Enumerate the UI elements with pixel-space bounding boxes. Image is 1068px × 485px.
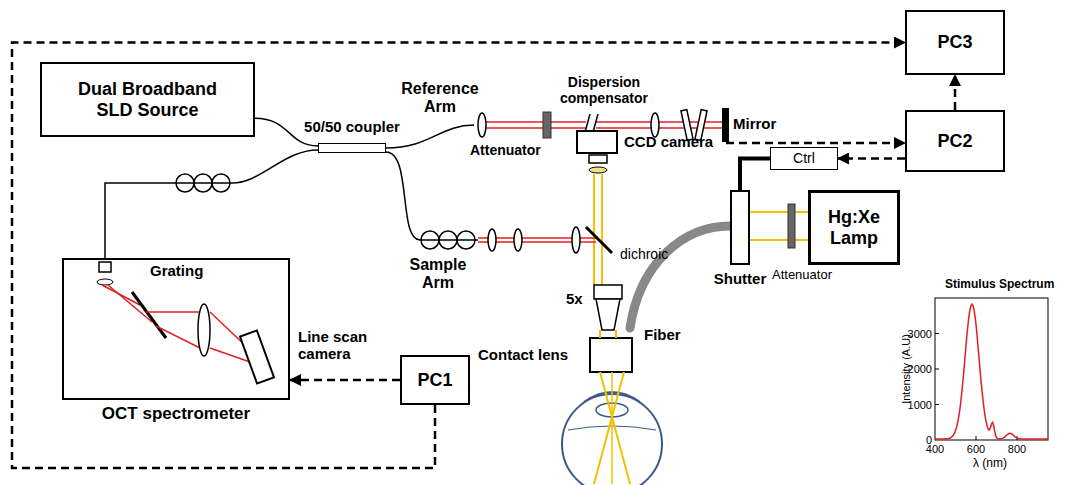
spectrometer-box: OCT spectrometer [62, 258, 290, 400]
node-label: 50/50 coupler [302, 118, 402, 135]
node-label: PC3 [937, 32, 972, 53]
node-label: PC1 [417, 370, 452, 391]
arm-label: Sample Arm [398, 256, 478, 293]
chart-title: Stimulus Spectrum [945, 278, 1054, 292]
node-label: PC2 [937, 131, 972, 152]
optical-fiber [105, 150, 318, 258]
tick-label: 1000 [908, 398, 932, 411]
data-link [12, 43, 905, 469]
tick-label: 400 [926, 443, 944, 456]
part-label: dichroic [620, 246, 668, 262]
node-label: Ctrl [793, 150, 815, 166]
data-link [726, 142, 905, 145]
part-label: Attenuator [470, 142, 541, 158]
data-link [838, 157, 905, 160]
part-label: Grating [150, 262, 203, 279]
shutter-body [730, 190, 750, 265]
part-label: Dispersion compensator [548, 74, 660, 106]
ccd-camera: CCD camera [576, 130, 726, 156]
computer-box: PC1 [400, 355, 470, 405]
computer-box: PC3 [905, 10, 1005, 75]
node-label: CCD camera [624, 133, 713, 150]
data-link [954, 75, 957, 110]
light-source-box: Dual Broadband SLD Source [40, 62, 255, 137]
part-label: Attenuator [772, 268, 832, 283]
fiber-coupler: 50/50 coupler [302, 118, 402, 158]
tick-label: 2000 [908, 363, 932, 376]
control-cable [740, 159, 770, 191]
controller-box: Ctrl [770, 147, 838, 170]
part-label: Fiber [644, 326, 681, 343]
coupler-body [318, 143, 386, 153]
arm-label: Reference Arm [395, 80, 485, 117]
part-label: 5x [566, 290, 583, 307]
computer-box: PC2 [905, 110, 1005, 172]
lamp-box: Hg:Xe Lamp [808, 190, 900, 265]
node-label: Shutter [712, 270, 768, 287]
part-label: Mirror [733, 115, 776, 132]
shutter: Shutter [712, 190, 768, 290]
tick-label: 600 [967, 443, 985, 456]
axis-title: λ (nm) [973, 457, 1007, 471]
tick-label: 3000 [908, 327, 932, 340]
data-link [290, 379, 400, 382]
part-label: Line scan camera [298, 328, 380, 363]
node-label: Dual Broadband SLD Source [68, 79, 228, 120]
node-label: OCT spectrometer [64, 404, 288, 424]
tick-label: 800 [1008, 443, 1026, 456]
part-label: Contact lens [478, 346, 568, 363]
camera-body [576, 130, 618, 154]
node-label: Hg:Xe Lamp [815, 207, 893, 248]
